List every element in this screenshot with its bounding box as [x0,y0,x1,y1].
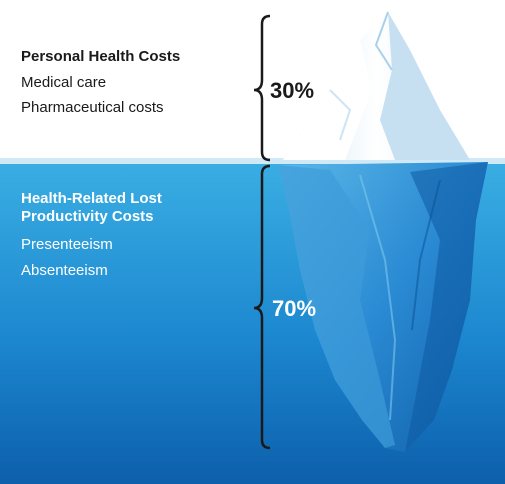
water-surface-line [0,158,505,164]
above-water-title: Personal Health Costs [21,48,181,65]
below-water-item-absenteeism: Absenteeism [21,262,108,279]
iceberg-underwater [278,162,488,452]
iceberg-tip [283,11,470,160]
above-water-item-medical-care: Medical care [21,74,107,91]
below-water-percent: 70% [272,296,317,321]
bracket-top [253,14,271,162]
below-water-title: Health-Related Lost Productivity Costs [21,190,162,225]
above-water-percent: 30% [270,78,315,103]
bracket-bottom [253,164,271,450]
below-water-item-presenteeism: Presenteeism [21,236,113,253]
above-water-item-pharmaceutical-costs: Pharmaceutical costs [21,99,164,116]
